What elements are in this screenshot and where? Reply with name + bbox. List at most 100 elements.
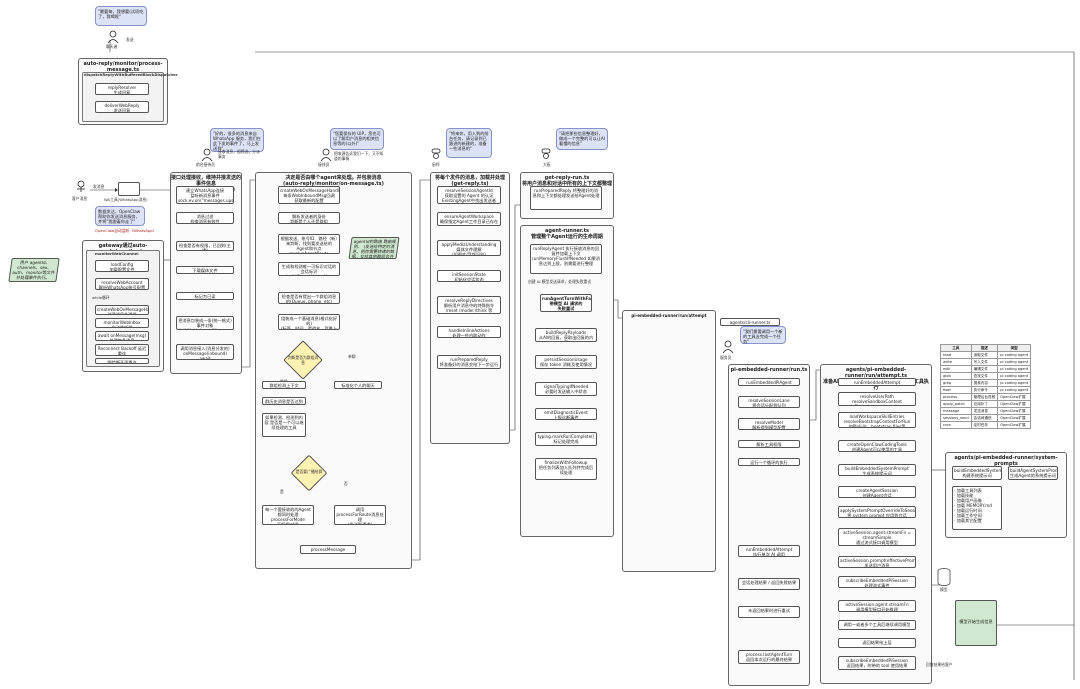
legend-header-desc: 描述 [970,344,999,352]
cli-runner-node: agents/cli-runner.ts [720,318,780,326]
attempt-n14: subscribeEmbeddedPiSession 返回结果，附带的 tool… [838,656,916,670]
receptionist-icon [201,148,213,162]
customer-action: 发消息 [93,184,105,189]
gateway-input: 用户 agentId、channels、sex、auth、monitor等文件 … [8,258,60,282]
reply-run-n1: runPreparedReply 将整理好的消息和上下文都处理发送给Agent处… [530,186,602,210]
lane-embedded-run-title: pi-embedded-runner/run.ts [730,367,808,373]
wa-tool-node [118,182,140,196]
onmsg-n12: 调用 processForRoute消息处理 (发送到通道) [334,505,386,525]
attempt-n1: runEmbeddedAttempt [838,378,916,386]
llm-generate-node: 模型开始生成信息 [955,600,997,646]
inbound-n5: 标记为已读 [176,292,234,300]
prompt-n1: buildEmbeddedSystemPrompt 构建系统提示词 [952,466,1002,480]
legend-cell: 查找文件 [970,372,999,380]
onmsg-n13: processMessage [300,545,356,554]
legend-cell: pi coding agent [997,351,1032,359]
attempt-n7: applySystemPromptOverrideToSession 将 sys… [838,506,916,518]
deliver-web-reply-node: deliverWebReply 发送回复 [95,101,149,113]
onmsg-n10: 标准化个人的聊天 [334,381,382,389]
onmsg-n2: 解析发送者的身份 判断是个人还是群组 [278,212,340,224]
attempt-n11: activeSession.agent.streamFn 调用模型接口开始推理 [838,600,916,612]
attempt-n2: resolveUserPath resolveSandboxContext 加载… [838,392,916,406]
embedded-n2: resolveSessionLane 将会话分配到队列 [738,396,800,408]
legend-cell: 定时任务 [970,421,999,429]
customer-label: 客户消息 [72,196,88,201]
onmsg-n8: 群历史消息是否达到 [262,397,306,405]
embedded-n4: 解析工具权限 [738,440,800,448]
legend-cell: OpenClaw扩展 [997,407,1032,415]
prompt-n2: buildAgentSystemPrompt 生成Agent的系统提示词 [1008,466,1058,480]
reply-back-label: 回复结果给客户 [926,662,953,667]
inbound-n3: 检查是否有权限，已回到(主播) [176,241,234,251]
attempt-n13: 返回结果给上层 [838,638,916,648]
attempt-n3: loadWorkspaceSkillEntries resolveBootstr… [838,412,916,428]
legend-cell: OpenClaw扩展 [997,400,1032,408]
legend-cell: 编辑文件 [970,365,999,373]
agent-runner-n6: buildReplyPayloads 从AI的回复，获取出回复的内容 [535,328,597,342]
lane5-note: "请把那些信息整理好，做成一个完整的可以让AI看懂的信息" [556,128,608,150]
getreply-n3: applyMediaUnderstanding 媒体文件理解 (如图片/音频识别… [437,240,501,256]
inbound-n1: 建立WhatsApp连接 监听新消息事件 sock.ev.on("message… [176,186,234,204]
top-send-label: 发送 [126,37,134,42]
model-label: 模型 [940,587,948,592]
embedded-n5: 运行一个循环的执行 [738,458,800,466]
head-chef-icon [541,148,551,159]
lane2-note: "好的，很多的消息来自 WhatsApp 服务，我们在此下发的事件了，马上发送到… [210,128,264,152]
getreply-n2: ensureAgentWorkspace 确保指定Agent工作目录已存在 [437,212,501,226]
attempt-n10: subscribeEmbeddedPiSession 处理流式事件 [838,576,916,588]
legend-cell: write [940,358,972,366]
inbound-n7: 调用消息接入(消息分发的) onMessage(inbound) await o… [176,344,234,360]
create-handler-node: createWebOnMessageHandler 创建消息处理器 [95,305,149,315]
attempt-n9: activeSession.prompt(effectivePrompt) 发送… [838,556,916,568]
legend-cell: 写入文件 [970,358,999,366]
legend-cell: apply_patch [940,400,972,408]
load-config-node: loadConfig 加载配置文件 [95,260,149,272]
resolve-web-account-node: resolveWebAccount 解析WhatsApp账号配置 [95,278,149,290]
customer-icon [77,180,85,192]
legend-cell: OpenClaw扩展 [997,393,1032,401]
gateway-listen-label: OpenClaw自动监听（WhatsApp） [95,228,157,233]
dispatch-title: dispatchReplyWithBufferedBlockDispatcher [84,72,178,77]
inbound-n2: 消息过滤 检查消息有效性 [176,212,234,224]
top-speech-bubble: "需要每，我想要(试项吃了，我喝呢" [95,6,147,26]
legend-cell: pi coding agent [997,372,1032,380]
getreply-n7: runPreparedReply 将准备好的消息交给下一步运行 [437,355,501,369]
lane4-actor: 厨师 [432,162,440,167]
legend-cell: 执行命令 [970,386,999,394]
legend-cell: read [940,351,972,359]
dispatch-box [82,72,164,122]
lane6-note: "我们需要调用一个新的工具去完成一个任务" [740,326,786,344]
legend-cell: process [940,393,972,401]
monitor-inbox-node: monitorWebInbox 启动监听器 [95,318,149,328]
onmsg-n1: createWebOnMessageHandler 每条WebInboundMs… [278,186,340,204]
lane3-actor-ann: 把来源告诉我们一下，又不知道的事情 [334,151,384,161]
model-db-icon [937,568,951,586]
reconnect-node: Reconnect Backoff 延迟重连 出错重连 ReconnectPol… [95,344,149,356]
legend-cell: edit [940,365,972,373]
legend-cell: pi coding agent [997,358,1032,366]
inbound-n6: 把消息包装成一条(统一格式) 事件对象 构造WebInboundMessage对… [176,316,234,330]
getreply-n5: resolveReplyDirectives 解析用户消息中的特殊指令 /res… [437,296,501,314]
legend-cell: 会话间通信 [970,414,999,422]
decision-broadcast-no: 否 [344,481,348,486]
decision-broadcast-label: 是否要广播给群 [295,469,323,474]
embedded-n3: resolveModel 解析得到模型配置 [738,418,800,430]
on-message-node: await onMessage(msg) 处理每条消息 [95,331,149,341]
lane4-note: "将来你，用入到的前台任务，请记录到已跟进的新建的，准备一些消息的" [446,128,492,158]
reply-resolver-node: replyResolver 生成回复 [95,83,149,95]
embedded-n6: runEmbeddedAttempt 执行单次 AI 调用 [738,545,800,557]
onmsg-n5: 检查是否有提出一个群组消息的(Queue, phone, etc) [278,292,340,304]
agent-runner-n7: persistSessionUsage 保存 token 消耗及使用情况 [535,355,597,369]
inbound-n4: 下载媒体文件 [176,266,234,274]
legend-cell: 搜索内容 [970,379,999,387]
lane2-actor-ann: 接收消息，粗筛选，分派事务 [218,149,260,159]
lane-get-reply-title: 将每个发件的消息，加载并处理 (get-reply.ts) [434,175,505,187]
reconnect-track-node: 跟踪断开再重连 [95,358,149,364]
